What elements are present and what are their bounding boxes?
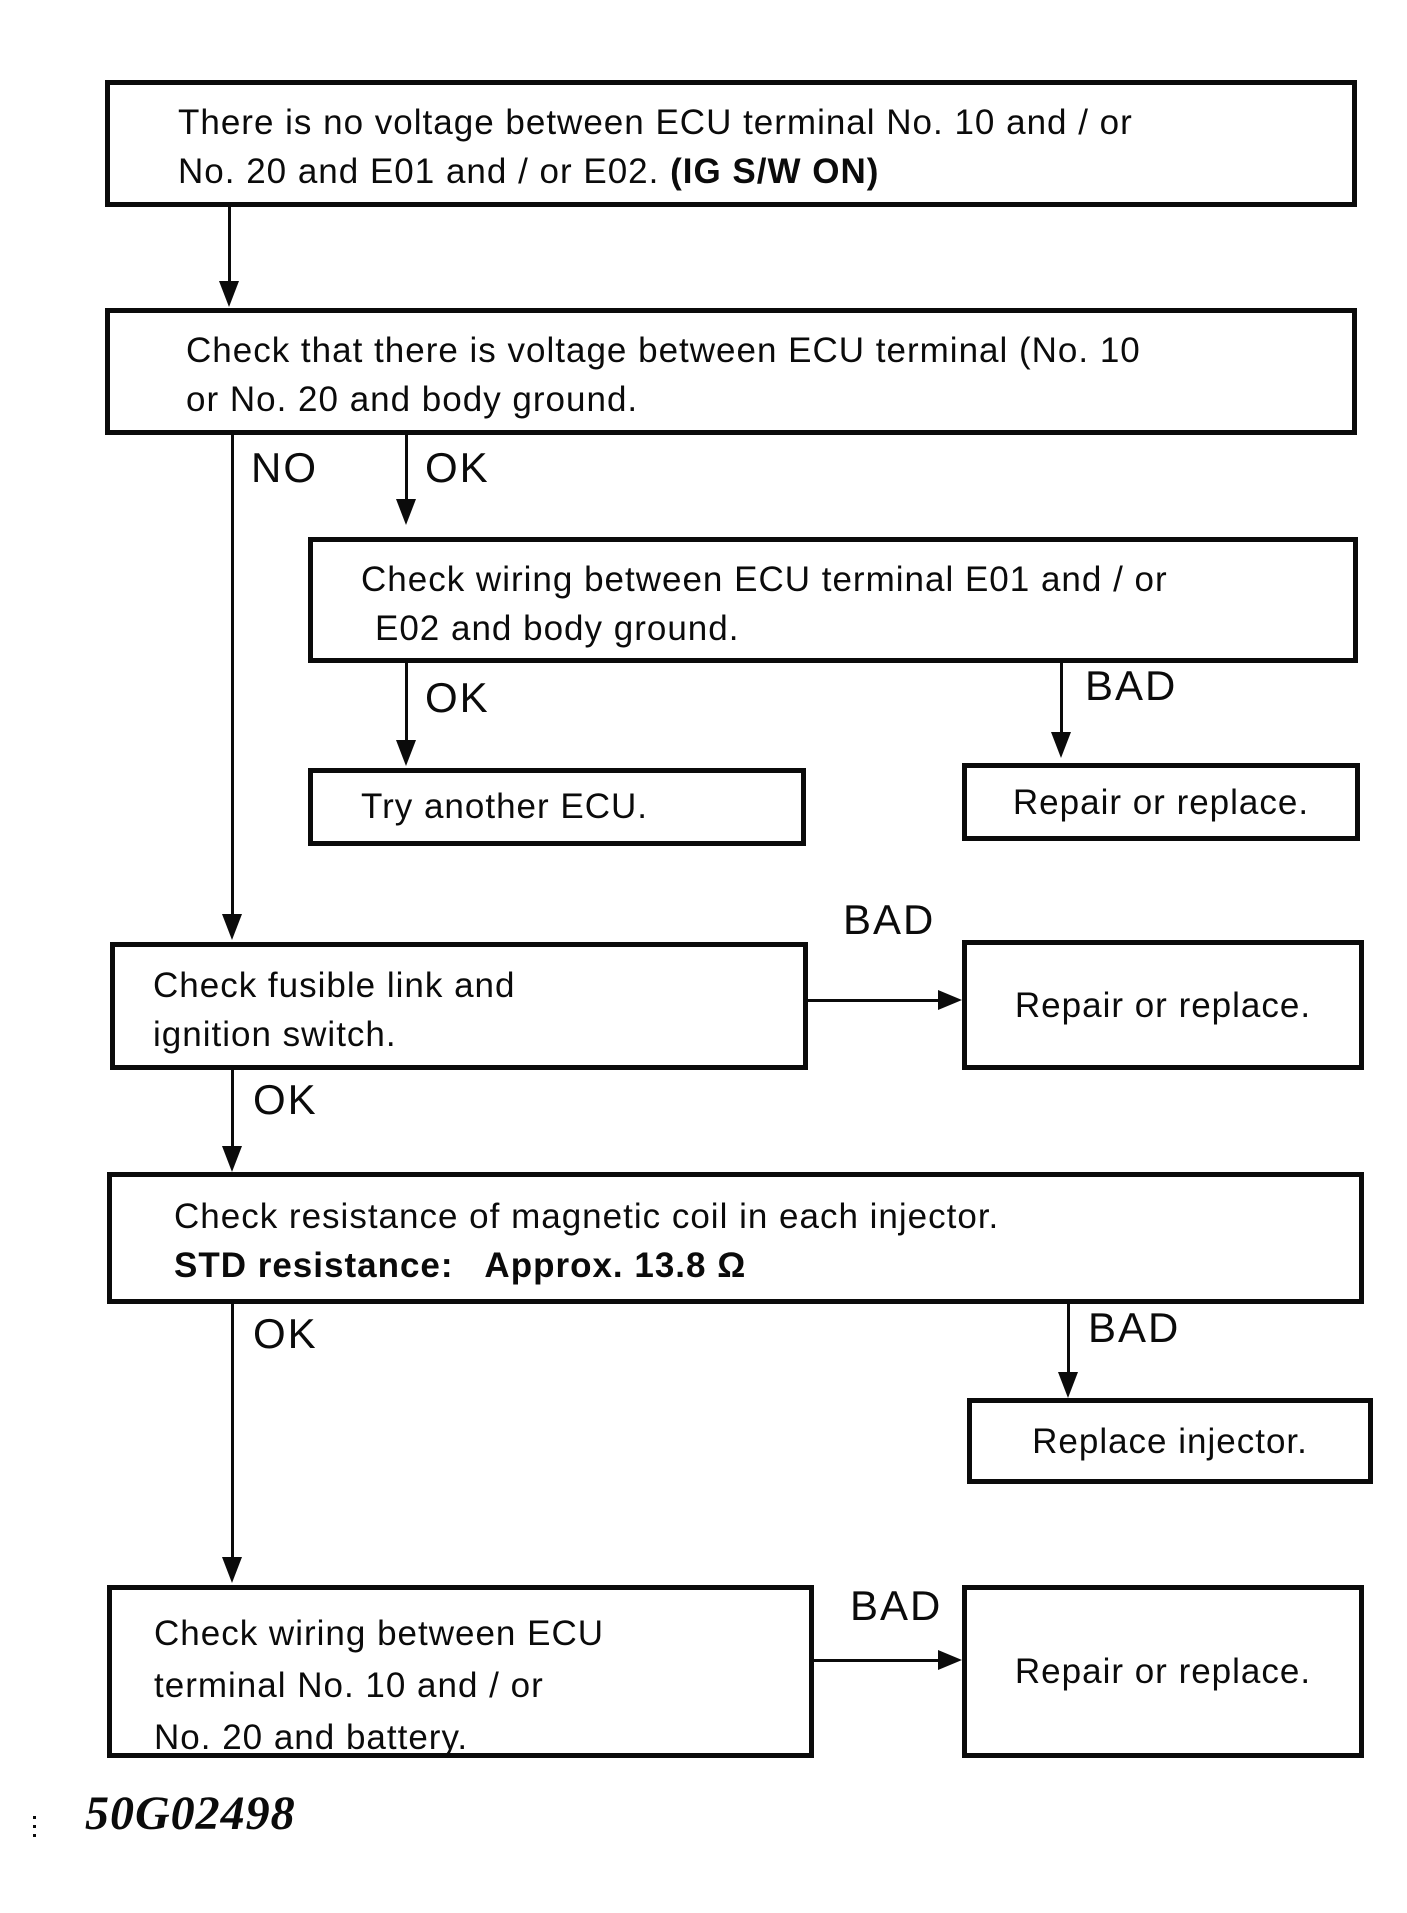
node-check-resistance: Check resistance of magnetic coil in eac… [107, 1172, 1364, 1304]
arrowhead-down-icon [219, 281, 239, 307]
node-check-fusible-line2: ignition switch. [153, 1015, 397, 1054]
node-start-line1: There is no voltage between ECU terminal… [178, 103, 1133, 142]
edge-label-bad: BAD [850, 1582, 943, 1629]
connector-ok-to-check-resistance [231, 1070, 234, 1148]
node-repair-1-line1: Repair or replace. [1012, 782, 1310, 822]
connector-bad-to-repair-1 [1060, 662, 1063, 734]
arrowhead-down-icon [396, 740, 416, 766]
connector-bad-to-repair-2 [806, 999, 940, 1002]
node-check-wiring-e01: Check wiring between ECU terminal E01 an… [308, 537, 1358, 663]
node-check-wiring-battery: Check wiring between ECU terminal No. 10… [107, 1585, 814, 1758]
connector-no-branch [231, 435, 234, 918]
edge-label-ok: OK [253, 1310, 318, 1357]
node-check-resistance-line1: Check resistance of magnetic coil in eac… [174, 1197, 1000, 1236]
node-start: There is no voltage between ECU terminal… [105, 80, 1357, 207]
edge-label-ok: OK [253, 1076, 318, 1123]
node-check-voltage: Check that there is voltage between ECU … [105, 308, 1357, 435]
edge-label-bad: BAD [843, 896, 936, 943]
connector-bad-to-replace-injector [1067, 1304, 1070, 1374]
edge-label-bad: BAD [1088, 1304, 1181, 1351]
arrowhead-down-icon [222, 914, 242, 940]
arrowhead-down-icon [396, 499, 416, 525]
connector-bad-to-repair-3 [812, 1659, 940, 1662]
node-check-wiring-e01-line1: Check wiring between ECU terminal E01 an… [361, 560, 1168, 599]
node-replace-injector: Replace injector. [967, 1398, 1373, 1484]
node-try-ecu: Try another ECU. [308, 768, 806, 846]
edge-label-ok: OK [425, 444, 490, 491]
connector-ok-to-check-wiring-battery [231, 1304, 234, 1559]
node-repair-3: Repair or replace. [962, 1585, 1364, 1758]
arrowhead-down-icon [1058, 1372, 1078, 1398]
edge-label-ok: OK [425, 674, 490, 721]
edge-label-bad: BAD [1085, 662, 1178, 709]
arrowhead-down-icon [222, 1557, 242, 1583]
node-try-ecu-line1: Try another ECU. [361, 787, 649, 826]
arrowhead-right-icon [938, 990, 962, 1010]
arrowhead-down-icon [1051, 732, 1071, 758]
node-repair-2: Repair or replace. [962, 940, 1364, 1070]
figure-number: 50G02498 [85, 1787, 296, 1840]
connector-start-to-check-voltage [228, 207, 231, 285]
arrowhead-right-icon [938, 1650, 962, 1670]
node-replace-injector-line1: Replace injector. [1032, 1421, 1308, 1461]
scan-artifact [33, 1816, 36, 1842]
node-repair-2-line1: Repair or replace. [1014, 985, 1312, 1025]
node-check-wiring-e01-line2: E02 and body ground. [375, 609, 740, 648]
node-check-voltage-line2: or No. 20 and body ground. [186, 380, 639, 419]
node-check-resistance-line2: STD resistance: Approx. 13.8 Ω [174, 1246, 747, 1285]
node-check-fusible-line1: Check fusible link and [153, 966, 516, 1005]
edge-label-no: NO [251, 444, 318, 491]
node-check-wiring-battery-line3: No. 20 and battery. [154, 1718, 469, 1757]
node-start-line2: No. 20 and E01 and / or E02. (IG S/W ON) [178, 152, 880, 191]
arrowhead-down-icon [222, 1146, 242, 1172]
node-check-wiring-battery-line2: terminal No. 10 and / or [154, 1666, 544, 1705]
connector-ok-to-try-ecu [405, 662, 408, 742]
connector-ok-to-check-wiring-e01 [405, 435, 408, 503]
node-repair-1: Repair or replace. [962, 763, 1360, 841]
node-repair-3-line1: Repair or replace. [1014, 1652, 1312, 1691]
node-check-wiring-battery-line1: Check wiring between ECU [154, 1614, 605, 1653]
node-check-fusible: Check fusible link and ignition switch. [110, 942, 808, 1070]
node-check-voltage-line1: Check that there is voltage between ECU … [186, 331, 1141, 370]
